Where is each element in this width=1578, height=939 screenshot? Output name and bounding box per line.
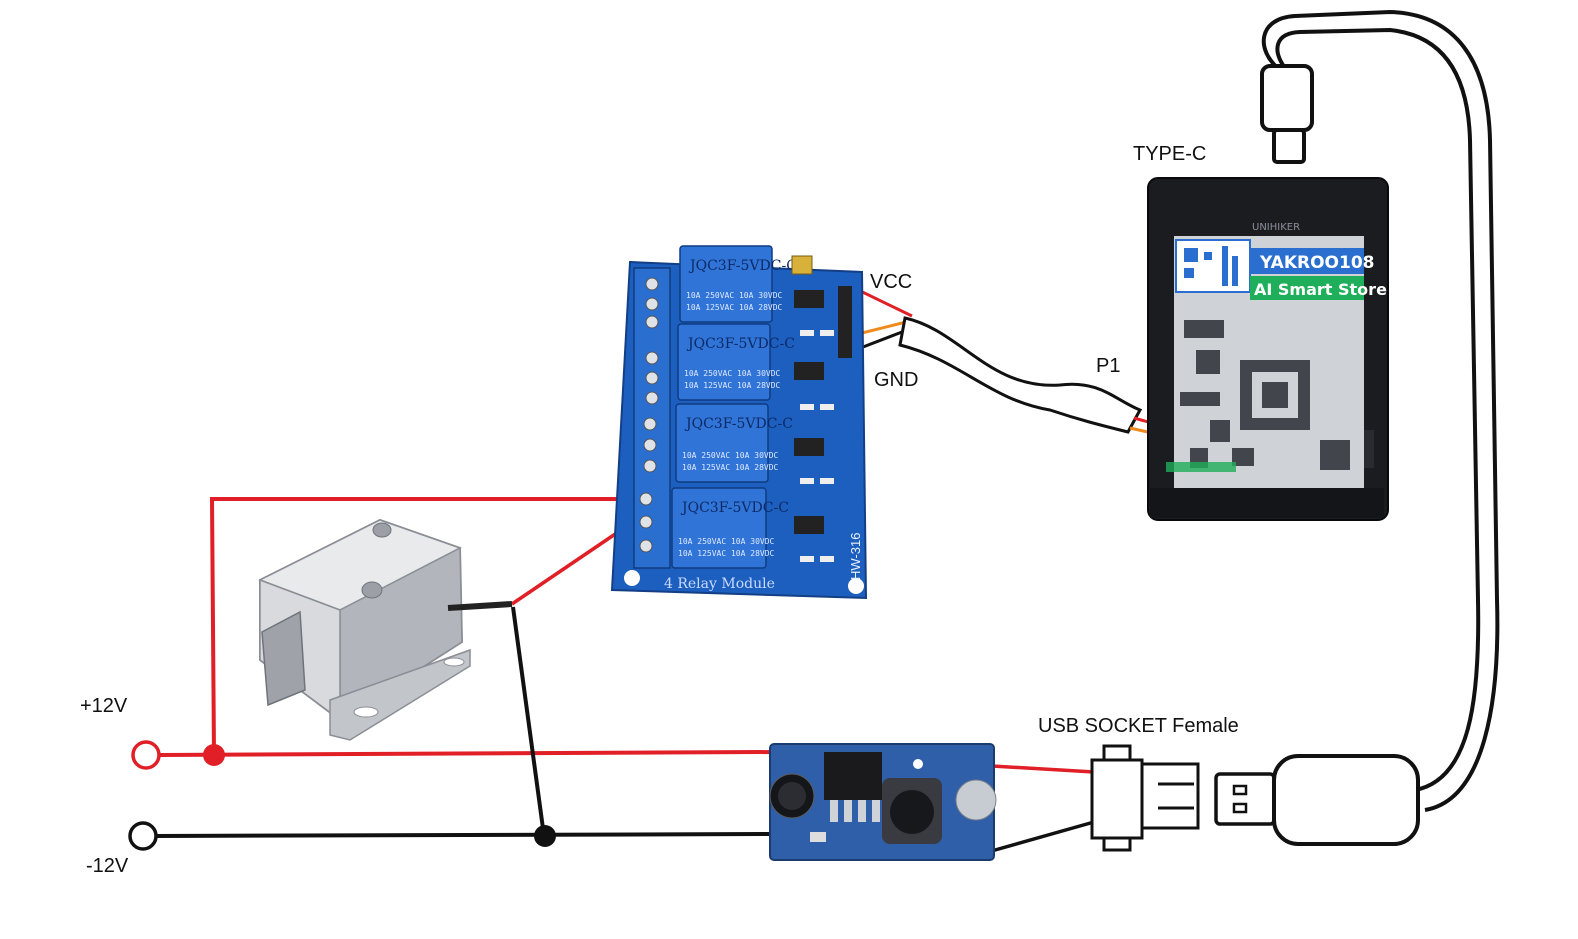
screen-title: YAKROO108	[1259, 253, 1375, 273]
app-logo-icon	[1184, 246, 1238, 286]
relay-1-model: JQC3F-5VDC-C	[688, 258, 797, 274]
usb-socket-label: USB SOCKET Female	[1038, 715, 1239, 737]
relay-3: JQC3F-5VDC-C 10A 250VAC 10A 30VDC 10A 12…	[675, 403, 793, 483]
relay-components	[791, 255, 852, 562]
relay-module-title: 4 Relay Module	[664, 576, 775, 592]
relay-2-rating2: 10A 125VAC 10A 28VDC	[684, 381, 781, 390]
usb-cable	[1261, 9, 1500, 812]
relay-3-rating2: 10A 125VAC 10A 28VDC	[682, 463, 779, 472]
p1-label: P1	[1096, 355, 1120, 377]
usb-socket-female	[1090, 744, 1200, 852]
terminal-screws	[639, 277, 659, 553]
negative-12v-wire	[155, 832, 776, 838]
unihiker-screen: YAKROO108 AI Smart Store	[1166, 236, 1387, 488]
relay-1: JQC3F-5VDC-C 10A 250VAC 10A 30VDC 10A 12…	[679, 245, 797, 323]
relay-2: JQC3F-5VDC-C 10A 250VAC 10A 30VDC 10A 12…	[677, 323, 795, 401]
relay-module: JQC3F-5VDC-C 10A 250VAC 10A 30VDC 10A 12…	[610, 245, 868, 600]
positive-12v-wire	[159, 750, 776, 757]
relay-3-model: JQC3F-5VDC-C	[684, 416, 793, 432]
usb-c-plug-icon	[1260, 64, 1314, 164]
unihiker-brand: UNIHIKER	[1252, 222, 1300, 233]
relay-4: JQC3F-5VDC-C 10A 250VAC 10A 30VDC 10A 12…	[671, 487, 789, 569]
usb-positive-wire	[991, 764, 1095, 774]
usb-negative-wire	[987, 820, 1095, 854]
relay-board-id: HW-316	[848, 533, 863, 580]
usb-a-plug-icon	[1214, 754, 1420, 846]
relay-3-rating1: 10A 250VAC 10A 30VDC	[682, 451, 779, 460]
plus12v-label: +12V	[80, 695, 128, 717]
positive-terminal	[131, 740, 161, 770]
relay-4-rating2: 10A 125VAC 10A 28VDC	[678, 549, 775, 558]
lock-to-relay-wire	[511, 522, 631, 606]
vcc-label: VCC	[870, 271, 912, 293]
relay-4-rating1: 10A 250VAC 10A 30VDC	[678, 537, 775, 546]
p1-cable	[898, 316, 1143, 434]
relay-com-wire	[209, 497, 630, 756]
screen-subtitle: AI Smart Store	[1254, 280, 1387, 299]
minus12v-label: -12V	[86, 855, 129, 877]
negative-junction	[534, 825, 556, 847]
dc-dc-converter	[769, 743, 997, 861]
solenoid-lock-icon	[258, 518, 513, 741]
relay-1-rating1: 10A 250VAC 10A 30VDC	[686, 291, 783, 300]
relay-2-model: JQC3F-5VDC-C	[686, 336, 795, 352]
relay-1-rating2: 10A 125VAC 10A 28VDC	[686, 303, 783, 312]
unihiker-board: UNIHIKER	[1147, 177, 1389, 521]
lock-ground-wire	[511, 606, 546, 837]
type-c-label: TYPE-C	[1133, 143, 1206, 165]
relay-4-model: JQC3F-5VDC-C	[680, 500, 789, 516]
negative-terminal	[128, 821, 158, 851]
positive-junction	[203, 744, 225, 766]
relay-2-rating1: 10A 250VAC 10A 30VDC	[684, 369, 781, 378]
gnd-label: GND	[874, 369, 918, 391]
